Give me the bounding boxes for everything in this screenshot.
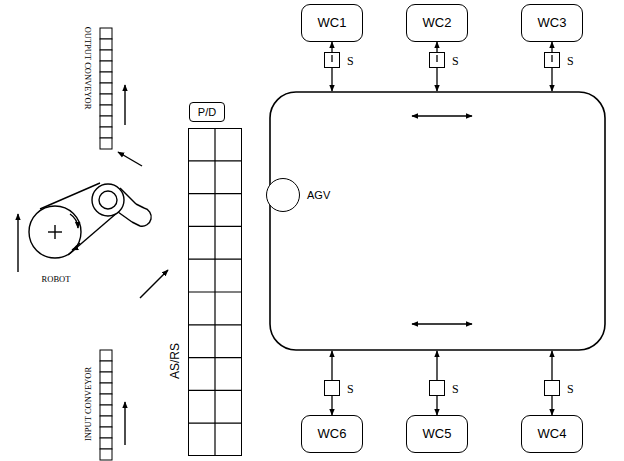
node-label: WC6 bbox=[318, 427, 347, 441]
robot-symbol bbox=[29, 183, 151, 258]
asrs-rack: AS/RS bbox=[188, 128, 242, 456]
station-square: S bbox=[324, 380, 340, 396]
transfer-arrow bbox=[436, 396, 437, 415]
transfer-arrow bbox=[551, 396, 552, 415]
work-center-box: WC6 bbox=[301, 415, 363, 453]
node-label: S bbox=[452, 55, 459, 68]
node-label: AGV bbox=[307, 189, 330, 201]
station-square: S bbox=[429, 380, 445, 396]
station-square: S bbox=[544, 52, 560, 68]
node-label: S bbox=[347, 383, 354, 396]
node-label: WC1 bbox=[318, 16, 347, 30]
conveyors bbox=[100, 28, 112, 460]
pickup-drop-box: P/D bbox=[189, 102, 225, 122]
transfer-arrow bbox=[331, 396, 332, 415]
node-label: S bbox=[452, 383, 459, 396]
node-label: WC3 bbox=[538, 16, 567, 30]
rack-grid bbox=[188, 128, 242, 456]
node-label: S bbox=[567, 55, 574, 68]
transfer-arrow bbox=[436, 42, 437, 52]
work-center-box: WC4 bbox=[521, 415, 583, 453]
station-square: S bbox=[429, 52, 445, 68]
direction-arrows bbox=[412, 116, 472, 324]
spur-lines bbox=[332, 55, 552, 380]
conveyor-label: OUTPUT CONVEYOR bbox=[84, 27, 93, 110]
work-center-box: WC2 bbox=[406, 4, 468, 42]
node-label: S bbox=[567, 383, 574, 396]
work-center-box: WC1 bbox=[301, 4, 363, 42]
station-square: S bbox=[324, 52, 340, 68]
node-label: WC2 bbox=[423, 16, 452, 30]
agv-track bbox=[270, 92, 605, 350]
transfer-arrow bbox=[331, 42, 332, 52]
work-center-box: WC5 bbox=[406, 415, 468, 453]
station-square: S bbox=[544, 380, 560, 396]
node-label: WC5 bbox=[423, 427, 452, 441]
agv-circle: AGV bbox=[266, 178, 300, 212]
node-label: WC4 bbox=[538, 427, 567, 441]
work-center-box: WC3 bbox=[521, 4, 583, 42]
node-label: S bbox=[347, 55, 354, 68]
flow-arrows bbox=[18, 85, 168, 445]
conveyor-label: INPUT CONVEYOR bbox=[84, 367, 93, 441]
node-label: P/D bbox=[198, 106, 216, 118]
transfer-arrow bbox=[551, 42, 552, 52]
node-label: AS/RS bbox=[169, 343, 182, 379]
robot-label: ROBOT bbox=[42, 275, 71, 284]
